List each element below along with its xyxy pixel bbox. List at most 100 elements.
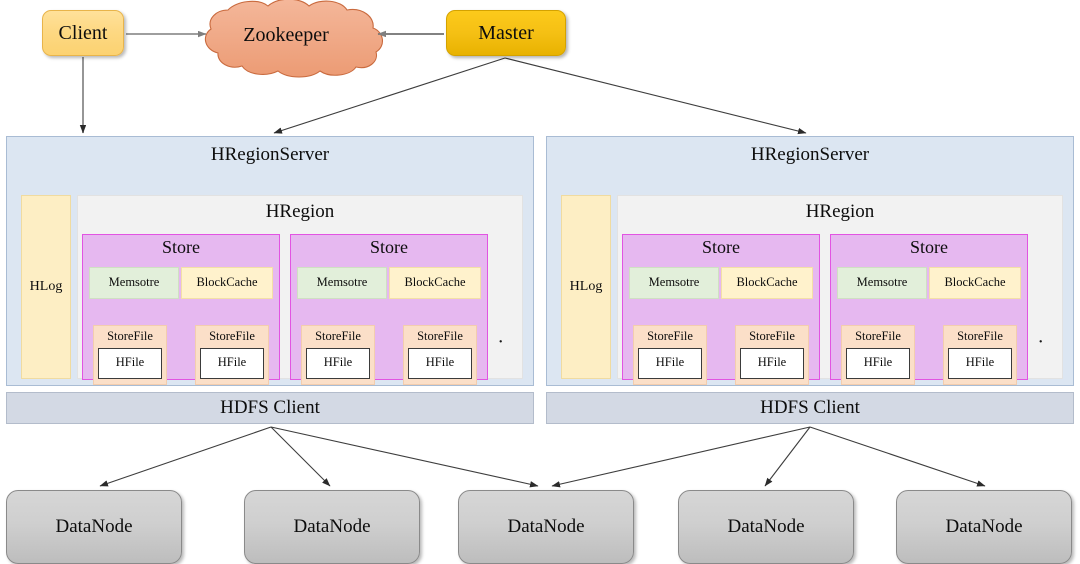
arrow-hdfs2-to-datanode-5 [809,426,986,487]
cache-row: Memsotre BlockCache [629,267,813,299]
storefile-row: StoreFile HFile StoreFile HFile [633,325,809,385]
storefile[interactable]: StoreFile HFile [195,325,269,385]
hlog-2[interactable]: HLog [561,195,611,379]
storefile-row: StoreFile HFile StoreFile HFile [301,325,477,385]
storefile[interactable]: StoreFile HFile [403,325,477,385]
hdfs-client-1[interactable]: HDFS Client [6,392,534,424]
datanode-5-label: DataNode [945,515,1023,537]
blockcache-label: BlockCache [196,275,258,290]
store-2-1[interactable]: Store Memsotre BlockCache StoreFile HFil… [622,234,820,385]
memstore-label: Memsotre [108,275,160,290]
store-1-2-title: Store [370,237,408,257]
storefile-label: StoreFile [315,329,361,343]
hfile[interactable]: HFile [98,347,162,379]
store-1-2[interactable]: Store Memsotre BlockCache StoreFile HFil… [290,234,488,385]
blockcache-2-2[interactable]: BlockCache [929,267,1021,299]
hfile-label: HFile [965,355,995,370]
store-2-2-title: Store [910,237,948,257]
hfile[interactable]: HFile [638,347,702,379]
storefile-label: StoreFile [647,329,693,343]
regionserver-1[interactable]: HRegionServer HLog · · · HRegion · · · S… [6,136,534,386]
client-node[interactable]: Client [42,10,124,56]
storefile-row: StoreFile HFile StoreFile HFile [841,325,1017,385]
blockcache-label: BlockCache [944,275,1006,290]
storefile-label: StoreFile [107,329,153,343]
memstore-1-2[interactable]: Memsotre [297,267,387,299]
regionserver-1-title: HRegionServer [210,144,330,165]
master-node[interactable]: Master [446,10,566,56]
arrow-master-to-regionserver-2 [504,57,807,135]
blockcache-1-2[interactable]: BlockCache [389,267,481,299]
datanode-5[interactable]: DataNode [896,490,1072,564]
hlog-1-label: HLog [29,279,63,295]
storefile-row: StoreFile HFile StoreFile HFile [93,325,269,385]
hregion-1[interactable]: HRegion · · · Store Memsotre BlockCache … [77,195,523,385]
regionserver-2[interactable]: HRegionServer HLog · · · HRegion · · · S… [546,136,1074,386]
hfile-label: HFile [323,355,353,370]
storefile-label: StoreFile [749,329,795,343]
blockcache-2-1[interactable]: BlockCache [721,267,813,299]
hregion-1-title: HRegion [265,201,335,222]
hdfs-client-2[interactable]: HDFS Client [546,392,1074,424]
storefile-label: StoreFile [957,329,1003,343]
client-label: Client [58,22,108,44]
datanode-2-label: DataNode [293,515,371,537]
master-label: Master [478,22,534,44]
hfile-label: HFile [115,355,145,370]
store-2-1-title: Store [702,237,740,257]
storefile[interactable]: StoreFile HFile [93,325,167,385]
hfile[interactable]: HFile [740,347,804,379]
arrow-hdfs1-to-datanode-2 [270,426,331,487]
hfile[interactable]: HFile [200,347,264,379]
store-1-1[interactable]: Store Memsotre BlockCache StoreFile HFil… [82,234,280,385]
hlog-1[interactable]: HLog [21,195,71,379]
datanode-3-label: DataNode [507,515,585,537]
storefile[interactable]: StoreFile HFile [841,325,915,385]
blockcache-1-1[interactable]: BlockCache [181,267,273,299]
hfile[interactable]: HFile [948,347,1012,379]
cache-row: Memsotre BlockCache [89,267,273,299]
arrow-hdfs2-to-datanode-3 [551,426,811,488]
regionserver-2-title: HRegionServer [750,144,870,165]
memstore-2-1[interactable]: Memsotre [629,267,719,299]
datanode-1[interactable]: DataNode [6,490,182,564]
hfile-label: HFile [757,355,787,370]
hfile[interactable]: HFile [846,347,910,379]
memstore-2-2[interactable]: Memsotre [837,267,927,299]
hregion-2[interactable]: HRegion · · · Store Memsotre BlockCache … [617,195,1063,385]
memstore-label: Memsotre [316,275,368,290]
storefile-label: StoreFile [209,329,255,343]
blockcache-label: BlockCache [404,275,466,290]
storefile[interactable]: StoreFile HFile [633,325,707,385]
hfile-label: HFile [217,355,247,370]
memstore-label: Memsotre [856,275,908,290]
arrow-hdfs2-to-datanode-4 [764,426,811,487]
arrow-hdfs1-to-datanode-3 [270,426,539,488]
store-2-2[interactable]: Store Memsotre BlockCache StoreFile HFil… [830,234,1028,385]
cache-row: Memsotre BlockCache [837,267,1021,299]
datanode-1-label: DataNode [55,515,133,537]
hfile[interactable]: HFile [408,347,472,379]
storefile[interactable]: StoreFile HFile [735,325,809,385]
hregion-2-title: HRegion [805,201,875,222]
hlog-2-label: HLog [569,279,603,295]
datanode-4-label: DataNode [727,515,805,537]
datanode-3[interactable]: DataNode [458,490,634,564]
hfile-label: HFile [655,355,685,370]
storefile-label: StoreFile [855,329,901,343]
memstore-1-1[interactable]: Memsotre [89,267,179,299]
datanode-4[interactable]: DataNode [678,490,854,564]
hfile[interactable]: HFile [306,347,370,379]
zookeeper-cloud [204,0,383,78]
storefile-label: StoreFile [417,329,463,343]
blockcache-label: BlockCache [736,275,798,290]
storefile[interactable]: StoreFile HFile [943,325,1017,385]
storefile[interactable]: StoreFile HFile [301,325,375,385]
arrow-master-to-regionserver-1 [273,57,506,134]
hfile-label: HFile [863,355,893,370]
datanode-2[interactable]: DataNode [244,490,420,564]
hfile-label: HFile [425,355,455,370]
store-1-1-title: Store [162,237,200,257]
hdfs-client-2-label: HDFS Client [760,396,860,418]
